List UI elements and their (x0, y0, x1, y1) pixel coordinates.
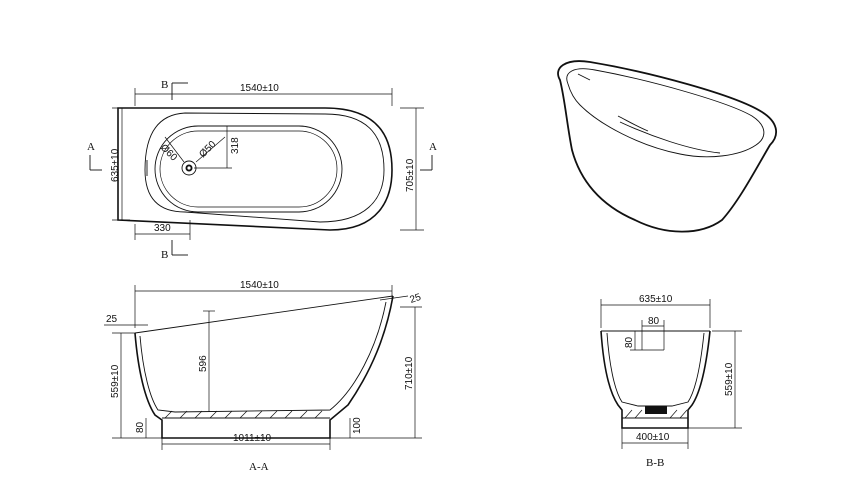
perspective-view (557, 60, 777, 233)
base-right-label: 100 (352, 417, 363, 434)
section-mark-b-bottom: B (161, 249, 168, 261)
drain-dia-inner-label: Ø50 (197, 139, 218, 160)
drain-height-label: 80 (624, 336, 635, 348)
section-bb: 635±10 80 80 559±10 400±10 B-B (600, 294, 742, 469)
tub-rim-inner (566, 68, 765, 158)
section-bb-outer-shell (600, 330, 711, 429)
width-large-label: 705±10 (405, 158, 416, 192)
depth-label: 596 (198, 355, 209, 372)
top-view-outer-rim (117, 107, 393, 231)
height-right-label: 710±10 (404, 356, 415, 390)
tub-body-outline (557, 60, 777, 233)
top-length-label: 1540±10 (240, 83, 279, 94)
section-bb-title: B-B (646, 457, 664, 469)
section-aa: 1540±10 25 25 596 559±10 80 710±10 100 1… (104, 280, 423, 473)
section-aa-rim (134, 295, 394, 334)
section-mark-b-top: B (161, 79, 168, 91)
section-aa-outer-shell (134, 295, 394, 439)
section-bb-inner-wall (606, 332, 705, 407)
angle-right-label: 25 (409, 292, 423, 306)
section-aa-inner-wall (139, 301, 387, 413)
drain-width-label: 80 (648, 316, 660, 327)
section-bb-height-label: 559±10 (724, 362, 735, 396)
section-bb-drain (645, 406, 667, 414)
section-mark-a-left: A (87, 141, 95, 153)
section-bb-base-label: 400±10 (636, 432, 670, 443)
top-view-basin-inner (159, 130, 338, 208)
section-mark-a-right: A (429, 141, 437, 153)
base-length-label: 1011±10 (233, 433, 272, 444)
section-aa-length-label: 1540±10 (240, 280, 279, 291)
section-aa-base-hatch (164, 410, 323, 419)
top-view-basin (154, 125, 343, 213)
base-left-label: 80 (135, 421, 146, 433)
width-small-label: 635±10 (110, 148, 121, 182)
angle-left-label: 25 (106, 314, 118, 325)
section-aa-title: A-A (249, 461, 269, 473)
height-left-label: 559±10 (110, 364, 121, 398)
top-view: Ø60 Ø50 318 1540±10 B B A A 635±10 (87, 79, 437, 261)
top-view-inner-rim (144, 112, 385, 223)
drain-offset-label: 318 (230, 137, 241, 154)
drain-icon (181, 160, 197, 176)
offset-label: 330 (154, 223, 171, 234)
section-bb-width-top-label: 635±10 (639, 294, 673, 305)
